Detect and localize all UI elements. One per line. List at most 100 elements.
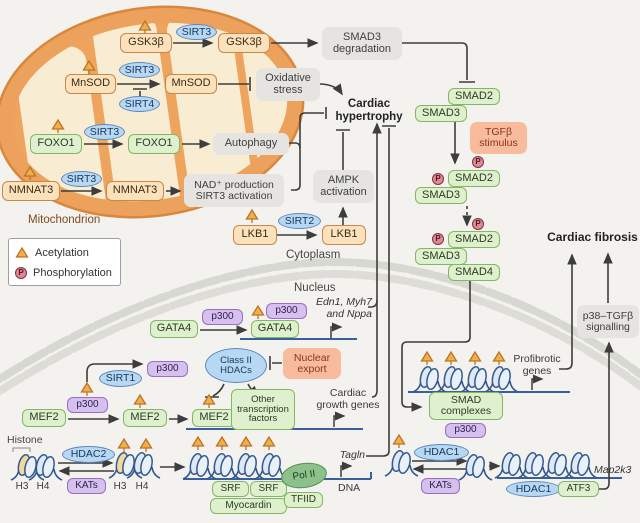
legend: Acetylation P Phosphorylation [8, 238, 121, 286]
smad2-box: SMAD2 [448, 170, 500, 187]
nucleus-label: Nucleus [294, 282, 336, 294]
acetylation-icon [251, 304, 265, 319]
nmnat3-box: NMNAT3 [2, 181, 60, 201]
sirt1-oval: SIRT1 [99, 370, 142, 387]
h4-label: H4 [135, 481, 149, 492]
nmnat3-box: NMNAT3 [106, 181, 164, 201]
smad3-box: SMAD3 [415, 105, 467, 122]
legend-phosphorylation-label: Phosphorylation [33, 267, 112, 279]
gsk3b-box: GSK3β [120, 33, 172, 53]
kats-box: KATs [421, 478, 460, 494]
gata4-box: GATA4 [251, 320, 299, 338]
foxo1-box: FOXO1 [128, 134, 180, 154]
acetylation-icon [202, 393, 216, 408]
hypertrophy-genes-label: Edn1, Myh7 and Nppa [315, 296, 372, 320]
acetylation-icon [15, 246, 29, 258]
dna-label: DNA [338, 482, 361, 494]
smad3-degradation-box: SMAD3 degradation [322, 27, 402, 60]
cardiac-growth-genes-label: Cardiac growth genes [316, 387, 380, 411]
acetylation-icon [82, 59, 96, 74]
tagln-gene-label: Tagln [339, 449, 365, 461]
mef2-box: MEF2 [22, 409, 66, 427]
acetylation-icon [215, 435, 229, 450]
lkb1-box: LKB1 [233, 225, 277, 245]
histone-bracket [12, 447, 31, 452]
mnsod-box: MnSOD [165, 74, 217, 94]
nucleosome-icon [206, 452, 241, 480]
legend-acetylation-label: Acetylation [35, 247, 89, 259]
p38-tgfb-signalling-box: p38–TGFβ signalling [577, 305, 639, 338]
nuclear-export-box: Nuclear export [283, 348, 341, 379]
smad4-box: SMAD4 [448, 264, 500, 281]
mnsod-box: MnSOD [65, 74, 116, 94]
acetylation-icon [444, 350, 458, 365]
map2k3-gene-label: Map2k3 [594, 464, 632, 476]
p300-box: p300 [202, 309, 243, 325]
kats-box: KATs [67, 478, 106, 494]
nucleosome-icon [517, 451, 552, 479]
acetylation-icon [239, 435, 253, 450]
foxo1-box: FOXO1 [30, 134, 82, 154]
hdac2-oval: HDAC2 [62, 446, 115, 463]
acetylation-icon [80, 381, 94, 396]
other-tf-box: Other transcription factors [231, 389, 295, 430]
nad-production-box: NAD⁺ production SIRT3 activation [184, 174, 284, 207]
p300-box: p300 [266, 303, 307, 319]
autophagy-box: Autophagy [213, 133, 289, 155]
nuclear-envelope [0, 257, 640, 396]
sirt2-oval: SIRT2 [278, 213, 321, 229]
acetylation-icon [262, 435, 276, 450]
acetylation-icon [392, 433, 406, 448]
cardiac-fibrosis-label: Cardiac fibrosis [547, 230, 638, 244]
h4-label: H4 [36, 481, 50, 492]
acetylation-icon [420, 350, 434, 365]
nucleosome-icon [108, 451, 143, 479]
sirt3-oval: SIRT3 [176, 24, 217, 40]
acetylation-icon [245, 208, 259, 223]
smad3-box: SMAD3 [415, 187, 467, 204]
profibrotic-genes-label: Profibrotic genes [513, 353, 561, 377]
acetylation-icon [23, 165, 37, 180]
nucleosome-icon [230, 452, 265, 480]
sirt4-oval: SIRT4 [119, 96, 160, 112]
nucleosome-icon [28, 453, 63, 481]
phosphorylation-icon: P [472, 156, 484, 168]
p300-box: p300 [445, 423, 486, 438]
h3-label: H3 [15, 481, 29, 492]
atf3-box: ATF3 [558, 481, 599, 497]
tfiid-box: TFIID [284, 492, 323, 508]
nucleosome-icon [10, 453, 45, 481]
legend-phosphorylation-row: P Phosphorylation [15, 263, 114, 283]
acetylation-icon [51, 118, 65, 133]
nucleosome-icon [484, 365, 519, 393]
lkb1-box: LKB1 [322, 225, 366, 245]
acetylation-icon [133, 393, 147, 408]
legend-acetylation-row: Acetylation [15, 243, 114, 263]
gsk3b-box: GSK3β [218, 33, 270, 53]
nucleosome-icon [458, 453, 493, 481]
nucleosome-icon [436, 365, 471, 393]
histone-label: Histone [7, 434, 43, 446]
acetylation-icon [117, 437, 131, 452]
myocardin-box: Myocardin [210, 498, 287, 514]
nucleosome-icon [563, 451, 598, 479]
acetylation-icon [191, 435, 205, 450]
sirt3-oval: SIRT3 [84, 124, 125, 140]
hdac1-oval: HDAC1 [506, 481, 561, 497]
nucleosome-icon [182, 452, 217, 480]
nucleosome-icon [384, 449, 419, 477]
acetylation-icon [139, 437, 153, 452]
mef2-box: MEF2 [123, 409, 167, 427]
ampk-activation-box: AMPK activation [313, 170, 374, 203]
gata4-box: GATA4 [150, 320, 198, 338]
p300-box: p300 [147, 361, 188, 377]
p300-box: p300 [67, 397, 108, 413]
acetylation-icon [492, 350, 506, 365]
nucleosome-icon [460, 365, 495, 393]
phosphorylation-icon: P [15, 267, 27, 279]
cytoplasm-label: Cytoplasm [286, 249, 341, 261]
phosphorylation-icon: P [432, 233, 444, 245]
acetylation-icon [468, 350, 482, 365]
cardiac-hypertrophy-label: Cardiac hypertrophy [335, 98, 403, 123]
